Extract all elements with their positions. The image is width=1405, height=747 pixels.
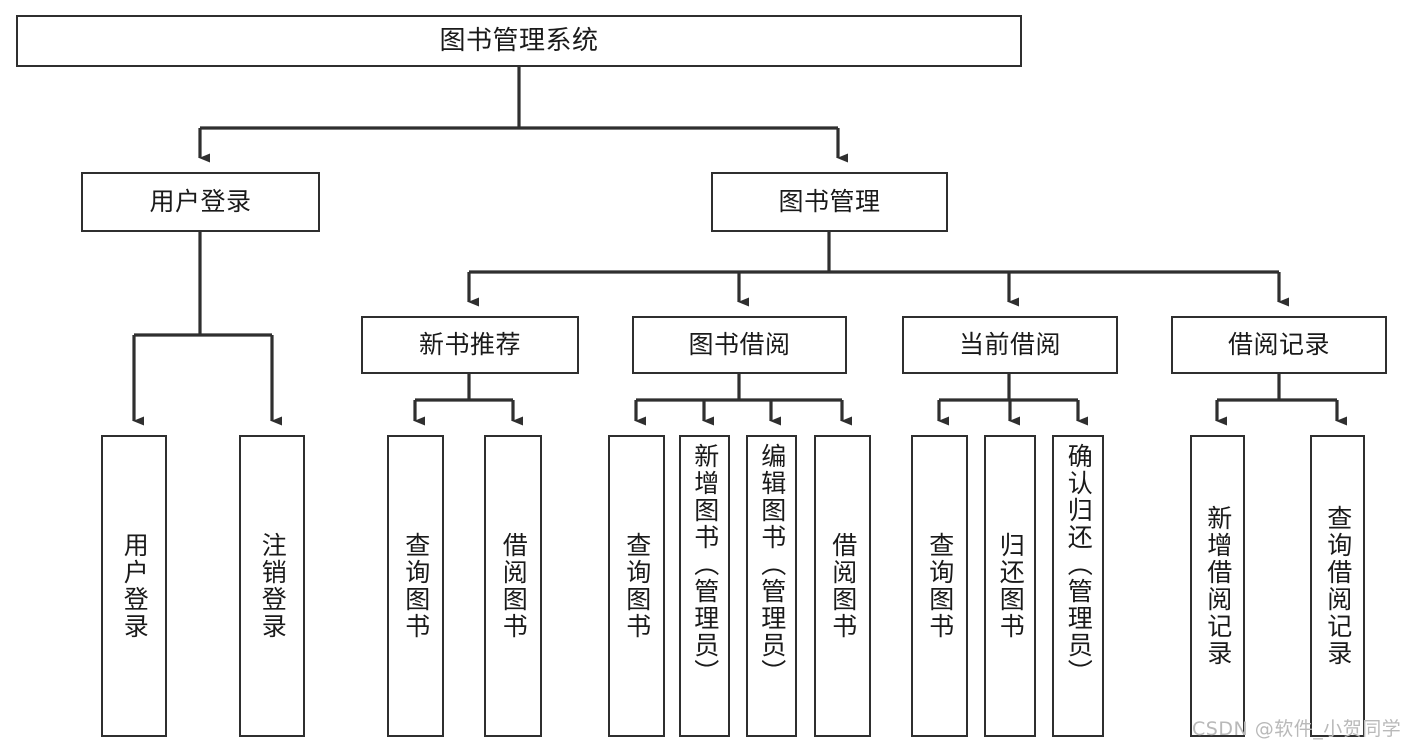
leaf-label: 新增图书（管理员）	[690, 443, 720, 686]
leaf-label: 借阅图书	[828, 532, 858, 640]
node-label: 图书管理系统	[439, 25, 599, 56]
leaf-add-borrow-record[interactable]: 新增借阅记录	[1190, 435, 1245, 737]
csdn-watermark: CSDN @软件_小贺同学	[1192, 718, 1402, 740]
leaf-label: 确认归还（管理员）	[1064, 443, 1094, 686]
leaf-user-logout[interactable]: 注销登录	[239, 435, 305, 737]
leaf-label: 归还图书	[996, 532, 1026, 640]
leaf-add-book-admin[interactable]: 新增图书（管理员）	[679, 435, 730, 737]
leaf-label: 借阅图书	[499, 532, 529, 640]
leaf-confirm-return-admin[interactable]: 确认归还（管理员）	[1052, 435, 1104, 737]
leaf-return-book[interactable]: 归还图书	[984, 435, 1036, 737]
leaf-label: 编辑图书（管理员）	[757, 443, 787, 686]
leaf-query-borrow-record[interactable]: 查询借阅记录	[1310, 435, 1365, 737]
node-label: 用户登录	[149, 187, 252, 217]
leaf-query-book-recommend[interactable]: 查询图书	[387, 435, 444, 737]
leaf-borrow-book-recommend[interactable]: 借阅图书	[484, 435, 542, 737]
node-user-login[interactable]: 用户登录	[81, 172, 320, 232]
node-label: 新书推荐	[418, 330, 521, 360]
node-current-borrow[interactable]: 当前借阅	[902, 316, 1118, 374]
leaf-user-login[interactable]: 用户登录	[101, 435, 167, 737]
leaf-edit-book-admin[interactable]: 编辑图书（管理员）	[746, 435, 797, 737]
leaf-label: 查询图书	[401, 532, 431, 640]
leaf-query-book-borrow[interactable]: 查询图书	[608, 435, 665, 737]
node-label: 图书管理	[778, 187, 881, 217]
node-book-borrow[interactable]: 图书借阅	[632, 316, 847, 374]
leaf-query-book-current[interactable]: 查询图书	[911, 435, 968, 737]
node-root-system[interactable]: 图书管理系统	[16, 15, 1022, 67]
node-borrow-record[interactable]: 借阅记录	[1171, 316, 1387, 374]
leaf-label: 新增借阅记录	[1203, 505, 1233, 667]
leaf-label: 查询借阅记录	[1323, 505, 1353, 667]
node-book-management[interactable]: 图书管理	[711, 172, 948, 232]
node-new-book-recommend[interactable]: 新书推荐	[361, 316, 579, 374]
leaf-label: 用户登录	[120, 532, 150, 640]
leaf-label: 查询图书	[925, 532, 955, 640]
node-label: 图书借阅	[688, 330, 791, 360]
leaf-label: 注销登录	[258, 532, 288, 640]
leaf-label: 查询图书	[622, 532, 652, 640]
node-label: 当前借阅	[958, 330, 1061, 360]
node-label: 借阅记录	[1227, 330, 1330, 360]
leaf-borrow-book-borrow[interactable]: 借阅图书	[814, 435, 871, 737]
